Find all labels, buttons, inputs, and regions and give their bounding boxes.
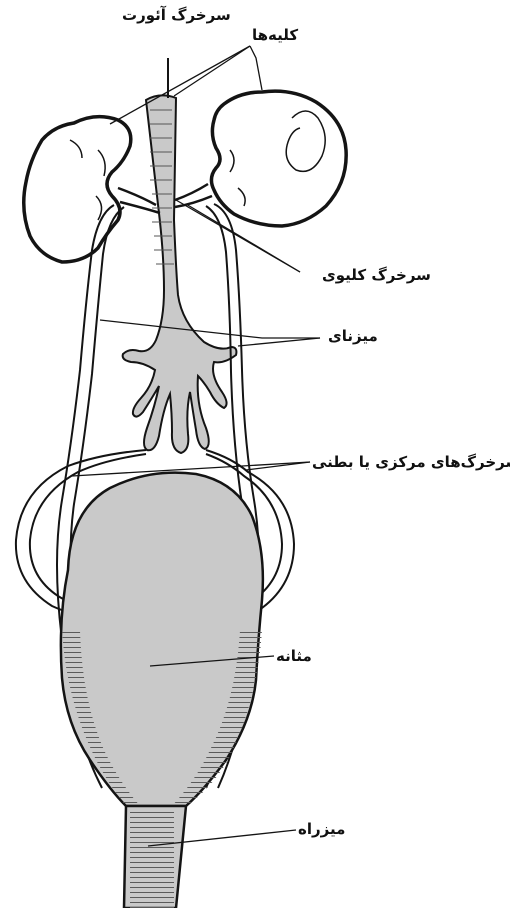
label-aorta: سرخرگ آئورت (122, 8, 231, 23)
left-kidney (24, 117, 131, 262)
label-ureter: میزنای (328, 329, 378, 344)
label-urethra: میزراه (298, 822, 345, 837)
label-renal-artery: سرخرگ کلیوی (322, 268, 431, 283)
label-bladder: مثانه (276, 649, 312, 664)
urethra (124, 806, 186, 908)
bladder (61, 473, 263, 806)
right-kidney (211, 91, 346, 226)
label-median-artery: سرخرگ‌های مرکزی یا بطنی (312, 455, 510, 470)
label-kidneys: کلیه‌ها (252, 28, 298, 43)
